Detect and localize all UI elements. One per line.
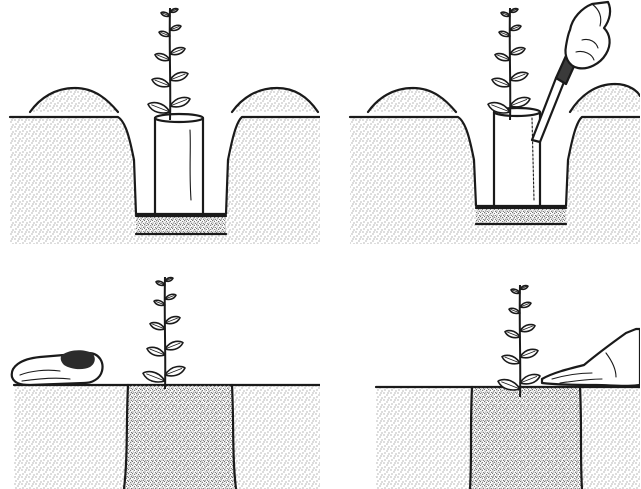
hole-bottom-soil — [474, 206, 568, 226]
planting-tube-icon — [492, 106, 542, 208]
seedling-icon — [487, 7, 531, 121]
planting-tube-icon — [153, 112, 205, 216]
step-2-panel — [320, 0, 640, 244]
seedling-icon — [147, 7, 191, 121]
step-2-drawing — [348, 0, 640, 244]
soil-mound-left — [366, 86, 458, 114]
seedling-icon — [497, 284, 541, 398]
hand-icon — [564, 0, 612, 70]
seedling-icon — [142, 276, 186, 390]
removed-tube-icon — [10, 350, 104, 387]
backfilled-hole — [468, 385, 584, 489]
soil-mound-right — [230, 86, 320, 114]
soil-mound-right — [568, 82, 640, 114]
soil-mound-left — [28, 86, 120, 114]
step-3-panel — [0, 245, 320, 489]
step-3-drawing — [10, 276, 320, 489]
step-4-drawing — [374, 284, 640, 489]
backfilled-hole — [122, 383, 238, 489]
step-1-drawing — [8, 7, 320, 244]
hand-icon — [540, 327, 640, 387]
hole-bottom-soil — [134, 214, 228, 236]
step-4-panel — [320, 245, 640, 489]
step-1-panel — [0, 0, 320, 244]
